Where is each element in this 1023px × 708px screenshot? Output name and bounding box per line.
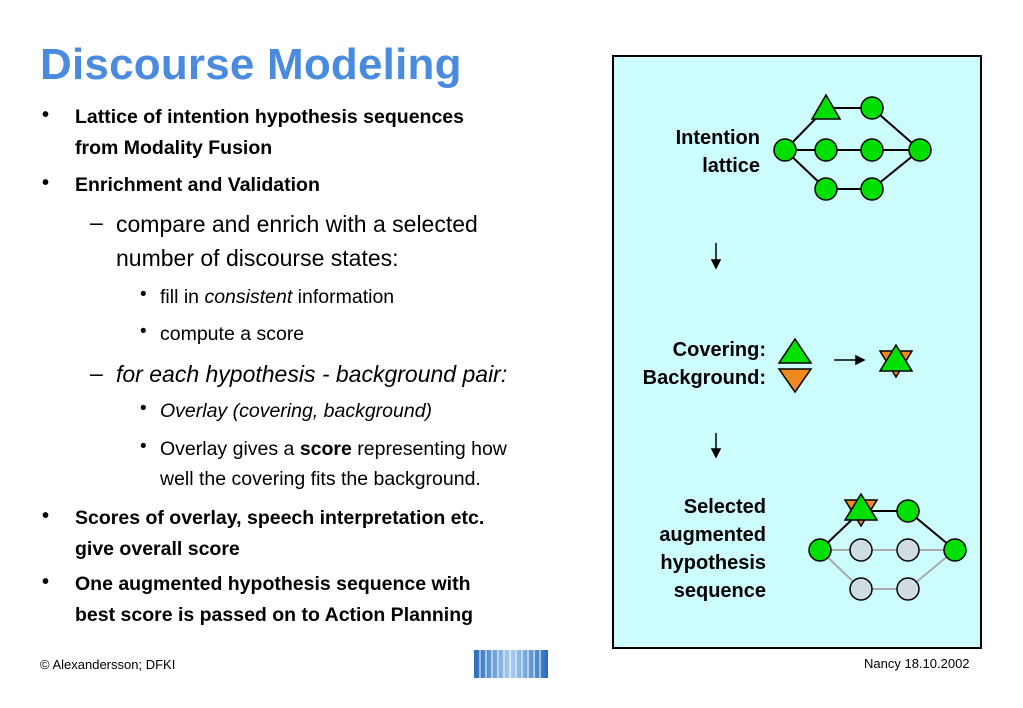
bullet-marker: •	[42, 104, 50, 126]
bullet-marker: •	[42, 505, 50, 527]
item-overlay-score-bold: score	[299, 438, 352, 460]
footer-copyright: © Alexandersson; DFKI	[40, 657, 176, 672]
sub-compare: compare and enrich with a selected numbe…	[116, 207, 586, 275]
item-overlay-score-line1: Overlay gives a score representing how	[160, 434, 590, 464]
item-fill-in-italic: consistent	[204, 286, 293, 308]
item-overlay-score-suffix: representing how	[351, 438, 507, 460]
bullet-lattice: Lattice of intention hypothesis sequence…	[75, 102, 575, 164]
slide-title: Discourse Modeling	[40, 40, 462, 89]
item-fill-in-prefix: fill in	[160, 286, 205, 308]
small-bullet-marker: •	[140, 284, 147, 305]
item-compute-score: compute a score	[160, 323, 305, 345]
item-overlay-score: Overlay gives a score representing how w…	[160, 434, 590, 494]
bullet-scores-line2: give overall score	[75, 538, 240, 560]
bullet-lattice-line1: Lattice of intention hypothesis sequence…	[75, 106, 464, 128]
bullet-lattice-line2: from Modality Fusion	[75, 137, 273, 159]
bullet-best-score: One augmented hypothesis sequence with b…	[75, 569, 575, 631]
bullet-marker: •	[42, 571, 50, 593]
covering-label: Covering:	[672, 339, 766, 361]
small-bullet-marker: •	[140, 398, 147, 419]
selected-label-line2: augmented	[659, 524, 766, 546]
selected-label-line3: hypothesis	[660, 552, 766, 574]
bullet-best-score-line2: best score is passed on to Action Planni…	[75, 604, 474, 626]
bullet-marker: •	[42, 172, 50, 194]
item-fill-in-suffix: information	[292, 286, 395, 308]
intention-lattice-label: Intention lattice	[612, 124, 760, 180]
selected-label-line1: Selected	[683, 496, 766, 518]
covering-background-label: Covering: Background:	[612, 336, 766, 392]
small-bullet-marker: •	[140, 436, 147, 457]
item-overlay-score-prefix: Overlay gives a	[160, 438, 300, 460]
intention-label-line2: lattice	[702, 155, 760, 177]
dash-marker: –	[90, 209, 103, 235]
bullet-scores-line1: Scores of overlay, speech interpretation…	[75, 507, 485, 529]
sub-compare-line1: compare and enrich with a selected	[116, 211, 478, 237]
intention-label-line1: Intention	[675, 127, 760, 149]
sub-each-hypothesis: for each hypothesis - background pair:	[116, 361, 508, 387]
footer-date: Nancy 18.10.2002	[864, 656, 970, 671]
sub-compare-line2: number of discourse states:	[116, 245, 399, 271]
dash-marker: –	[90, 360, 103, 386]
bullet-best-score-line1: One augmented hypothesis sequence with	[75, 573, 471, 595]
item-fill-in: fill in consistent information	[160, 282, 590, 312]
item-overlay: Overlay (covering, background)	[160, 400, 433, 422]
item-overlay-score-line2: well the covering fits the background.	[160, 468, 481, 490]
bullet-list: • Lattice of intention hypothesis sequen…	[42, 102, 590, 631]
selected-label-line4: sequence	[673, 580, 766, 602]
small-bullet-marker: •	[140, 321, 147, 342]
dfki-logo	[474, 650, 548, 678]
bullet-scores: Scores of overlay, speech interpretation…	[75, 503, 575, 565]
bullet-enrichment: Enrichment and Validation	[75, 174, 320, 196]
selected-sequence-label: Selected augmented hypothesis sequence	[612, 493, 766, 605]
background-label: Background:	[642, 367, 766, 389]
